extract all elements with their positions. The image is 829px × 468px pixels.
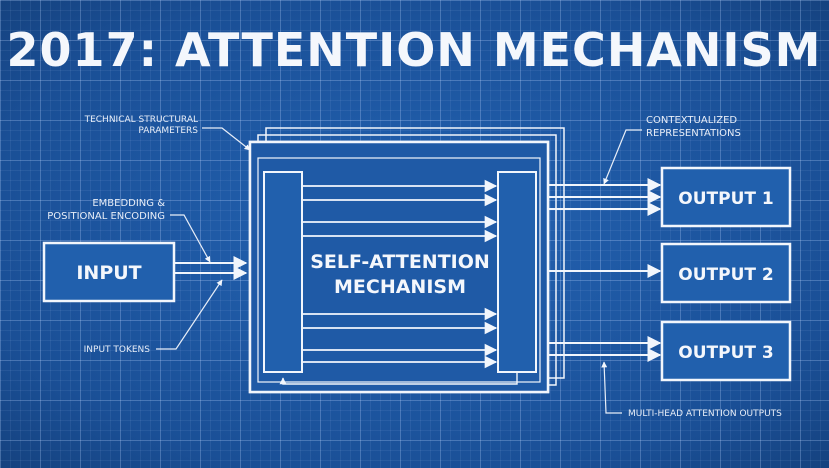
input-box: INPUT [42,241,176,303]
output-box-1: OUTPUT 1 [660,166,792,228]
output-2-label: OUTPUT 2 [678,265,773,285]
leader-lines [156,127,642,414]
input-arrows [174,256,248,280]
core-label-line1: SELF-ATTENTION [310,251,490,273]
right-column [497,171,537,373]
annotation-embedding-line2: POSITIONAL ENCODING [47,211,165,222]
output-box-3: OUTPUT 3 [660,320,792,382]
output-box-2: OUTPUT 2 [660,242,792,304]
annotation-input-tokens: INPUT TOKENS [84,345,151,355]
annotation-contextualized-line2: REPRESENTATIONS [646,128,741,139]
annotation-technical-line2: PARAMETERS [138,126,198,136]
output-1-label: OUTPUT 1 [678,189,773,209]
diagram-title: 2017: ATTENTION MECHANISM [7,23,822,77]
self-attention-block [248,127,565,394]
core-label-line2: MECHANISM [334,276,466,298]
annotation-contextualized-line1: CONTEXTUALIZED [646,115,737,126]
annotation-embedding-line1: EMBEDDING & [92,198,165,209]
output-3-label: OUTPUT 3 [678,343,773,363]
annotation-multi-head: MULTI-HEAD ATTENTION OUTPUTS [628,409,782,419]
left-column [263,171,303,373]
input-label: INPUT [76,262,141,284]
annotation-technical-line1: TECHNICAL STRUCTURAL [84,115,198,125]
output-arrows [548,178,662,362]
